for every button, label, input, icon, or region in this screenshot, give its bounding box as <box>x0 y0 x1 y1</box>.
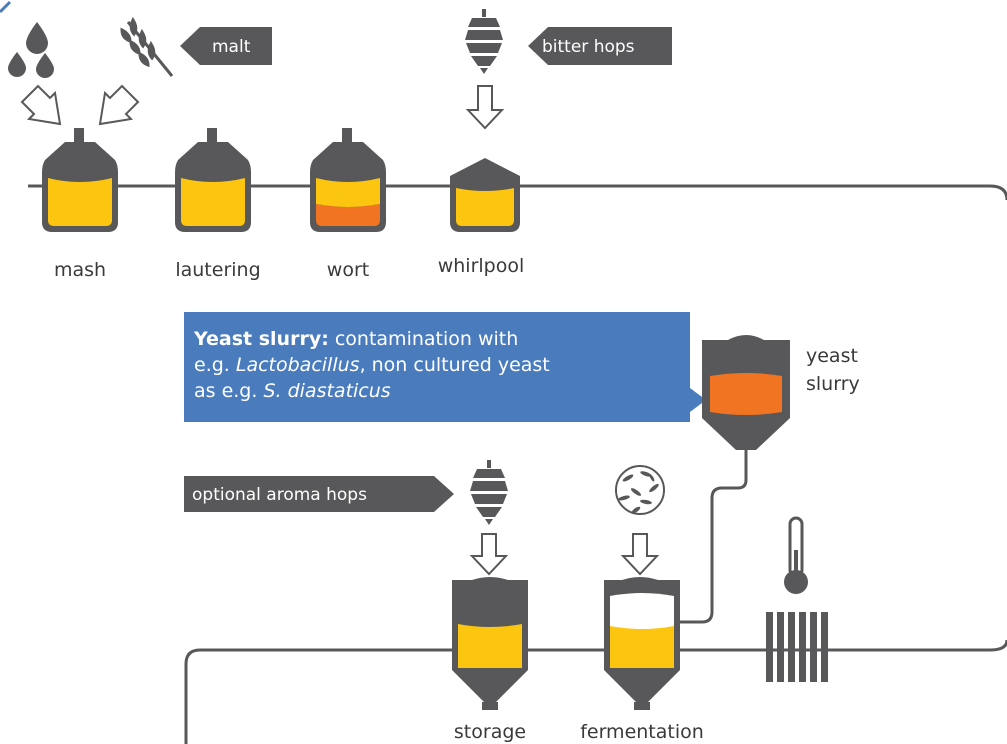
storage-vessel <box>452 577 528 710</box>
lautering-label: lautering <box>175 259 260 281</box>
malt-label: malt <box>212 37 251 57</box>
bitter-hops-tag: bitter hops <box>528 27 672 65</box>
callout-text-2: e.g. <box>194 354 236 376</box>
cooler-icon <box>766 612 828 682</box>
wheat-icon <box>120 16 174 77</box>
wort-vessel <box>310 128 386 232</box>
arrow-down-icon <box>620 533 660 576</box>
callout-organism-2: S. diastaticus <box>263 380 391 402</box>
hop-cone-icon <box>470 460 508 525</box>
callout-box <box>184 312 706 422</box>
callout-organism-1: Lactobacillus <box>235 354 360 376</box>
callout-text-4: as e.g. <box>194 380 264 402</box>
thermometer-icon <box>784 516 808 594</box>
callout-text-1: contamination with <box>328 328 519 350</box>
yeast-pipe <box>680 448 748 624</box>
callout-heading: Yeast slurry: <box>194 328 329 350</box>
callout-text-3: , non cultured yeast <box>359 354 550 376</box>
callout-line-1: Yeast slurry: contamination with <box>194 326 690 352</box>
lautering-vessel <box>175 128 251 232</box>
callout-line-3: as e.g. S. diastaticus <box>194 378 690 404</box>
hop-cone-icon <box>465 9 503 74</box>
fermentation-vessel <box>604 577 680 710</box>
yeast-slurry-callout: Yeast slurry: contamination with e.g. La… <box>184 312 690 422</box>
arrow-down-icon <box>98 84 140 126</box>
mash-vessel <box>42 128 118 232</box>
bitter-hops-label: bitter hops <box>542 37 635 57</box>
arrow-down-icon <box>465 85 505 130</box>
water-drops-icon <box>8 22 54 78</box>
corner-accent <box>0 0 12 14</box>
malt-tag: malt <box>180 27 272 65</box>
fermentation-label: fermentation <box>580 721 704 743</box>
yeast-slurry-label-line1: yeast <box>806 345 858 367</box>
arrow-down-icon <box>469 533 509 576</box>
yeast-slurry-vessel <box>702 335 790 450</box>
storage-label: storage <box>454 721 526 743</box>
whirlpool-label: whirlpool <box>438 255 525 277</box>
aroma-hops-tag: optional aroma hops <box>184 476 454 512</box>
whirlpool-vessel <box>450 158 520 232</box>
mash-label: mash <box>54 259 106 281</box>
yeast-culture-icon <box>615 465 665 515</box>
arrow-down-icon <box>20 84 62 126</box>
wort-label: wort <box>327 259 369 281</box>
bottom-pipe <box>184 639 1007 744</box>
yeast-slurry-label-line2: slurry <box>806 373 860 395</box>
aroma-hops-label: optional aroma hops <box>192 485 367 505</box>
callout-line-2: e.g. Lactobacillus, non cultured yeast <box>194 352 690 378</box>
